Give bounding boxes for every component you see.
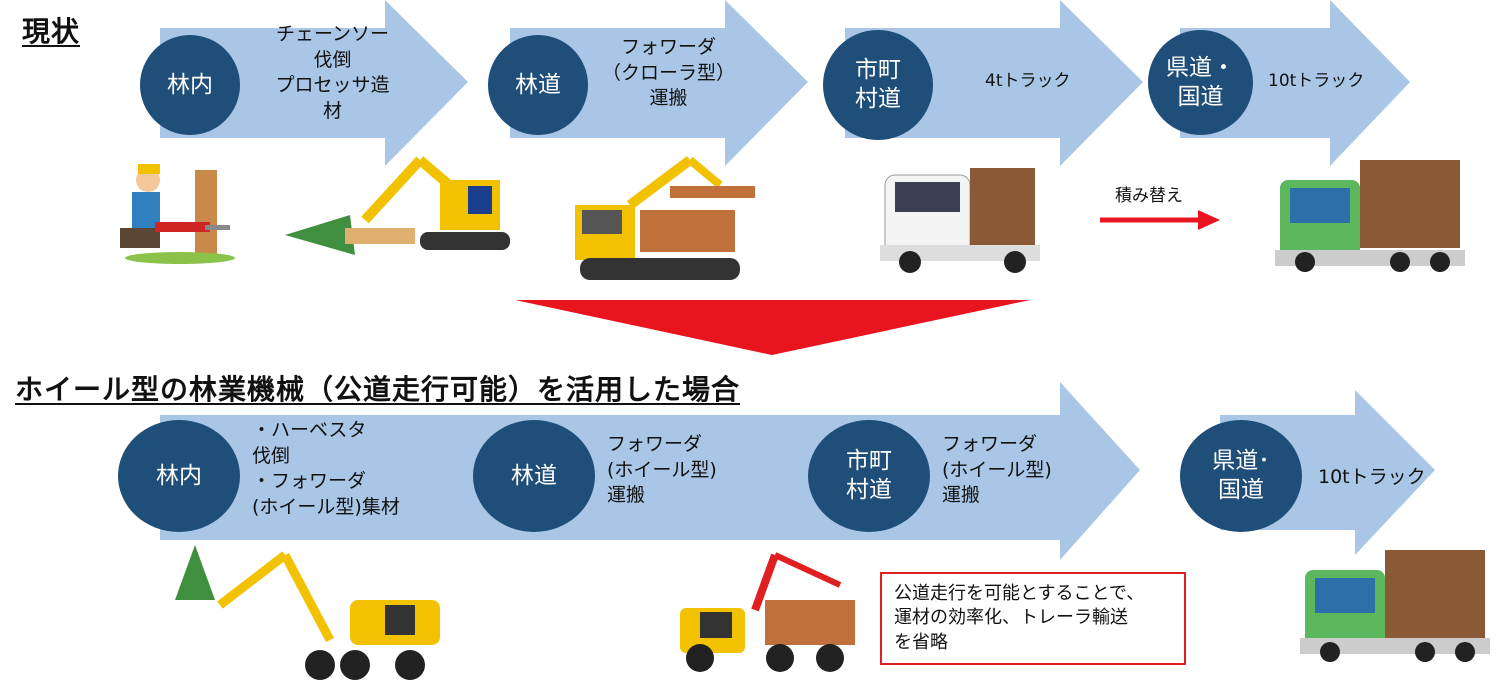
proposal-heading: ホイール型の林業機械（公道走行可能）を活用した場合 <box>15 373 741 406</box>
transition-triangle <box>515 300 1030 355</box>
flow-arrow <box>845 0 1143 166</box>
node-forest-road: 林道 <box>473 420 595 532</box>
harvester-illustration <box>175 545 440 680</box>
processor-machine-illustration <box>285 156 510 255</box>
node-forest: 林内 <box>140 35 240 135</box>
node-forest: 林内 <box>118 420 240 532</box>
flow-arrow <box>160 0 468 166</box>
wheeled-forwarder-illustration <box>680 552 855 672</box>
node-forest-road: 林道 <box>488 35 588 135</box>
flow-arrow <box>1180 0 1410 166</box>
truck-4t-illustration <box>880 168 1040 273</box>
node-prefectural-road: 県道･ 国道 <box>1180 420 1302 532</box>
stage-label: フォワーダ （クローラ型） 運搬 <box>601 36 735 110</box>
stage-label: フォワーダ (ホイール型) 運搬 <box>942 433 1052 507</box>
node-municipal-road: 市町 村道 <box>808 420 930 532</box>
node-municipal-road: 市町 村道 <box>823 30 933 140</box>
transfer-arrow-head <box>1198 210 1220 230</box>
current-state-heading: 現状 <box>22 15 81 48</box>
node-prefectural-road: 県道・ 国道 <box>1148 30 1253 135</box>
stage-label: フォワーダ (ホイール型) 運搬 <box>607 433 717 507</box>
stage-label: 4tトラック <box>985 71 1071 91</box>
stage-label: チェーンソー 伐倒 プロセッサ造 材 <box>275 23 390 122</box>
stage-label: 10tトラック <box>1318 466 1426 488</box>
stage-label: 10tトラック <box>1268 71 1365 91</box>
crawler-forwarder-illustration <box>575 156 755 280</box>
benefit-note-box: 公道走行を可能とすることで、 運材の効率化、トレーラ輸送 を省略 <box>880 572 1186 665</box>
truck-10t-illustration <box>1300 550 1490 662</box>
chainsaw-worker-illustration <box>120 164 235 264</box>
flow-arrow <box>510 0 808 166</box>
transfer-label: 積み替え <box>1115 186 1183 206</box>
stage-label: ・ハーベスタ 伐倒 ・フォワーダ (ホイール型)集材 <box>252 419 400 518</box>
truck-10t-illustration <box>1275 160 1465 272</box>
